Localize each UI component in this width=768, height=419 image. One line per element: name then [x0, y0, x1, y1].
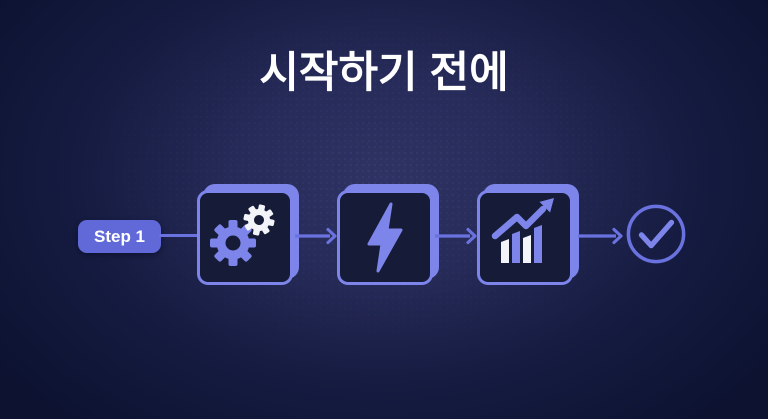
lightning-bolt-icon — [367, 202, 403, 273]
step-badge-label: Step 1 — [93, 226, 146, 246]
flow-end-node — [625, 203, 687, 265]
check-circle-icon — [626, 204, 686, 264]
flow-connector-line — [159, 234, 199, 238]
arrow-right-icon — [434, 226, 478, 246]
arrow-right-icon — [577, 226, 624, 246]
flow-node-settings — [197, 184, 299, 285]
flow-node-growth — [477, 184, 579, 285]
node-face — [197, 190, 293, 285]
bar-chart-rising-icon — [491, 198, 554, 263]
flow-node-energy — [337, 184, 439, 285]
arrow-right-icon — [294, 226, 338, 246]
page-title: 시작하기 전에 — [259, 49, 509, 97]
step-badge: Step 1 — [78, 220, 161, 253]
gears-icon — [210, 204, 275, 266]
